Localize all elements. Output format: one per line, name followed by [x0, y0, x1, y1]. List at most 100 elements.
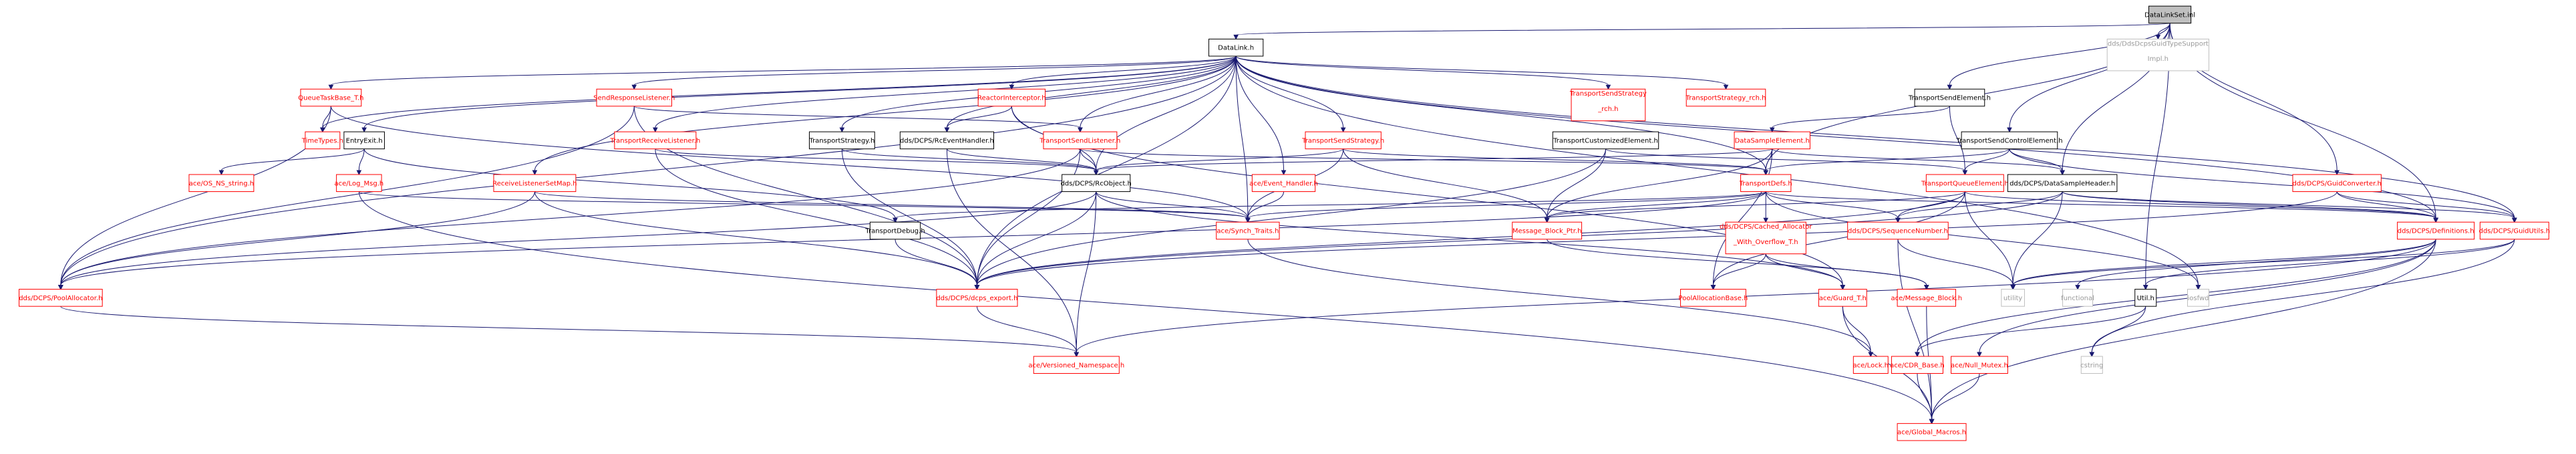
node-message-block[interactable]: ace/Message_Block.h	[1891, 289, 1963, 307]
node-sequencenumber[interactable]: dds/DCPS/SequenceNumber.h	[1847, 221, 1949, 240]
node-poolallocationbase[interactable]: PoolAllocationBase.h	[1679, 289, 1748, 307]
node-label-rceventhandler: dds/DCPS/RcEventHandler.h	[900, 137, 994, 144]
node-label-transportsendlistener: TransportSendListener.h	[1039, 137, 1120, 144]
edge-dcps_export-to-versioned_namespace	[976, 306, 1077, 353]
node-rcobject[interactable]: dds/DCPS/RcObject.h	[1061, 174, 1132, 193]
node-label-datasampleheader: dds/DCPS/DataSampleHeader.h	[2009, 180, 2115, 187]
edge-arrow-datalink-to-transportstrategy	[839, 127, 845, 133]
node-transportstrategy[interactable]: TransportStrategy.h	[808, 131, 875, 150]
edge-transportsendcontrolelement-to-transportqueueelement	[1964, 148, 2010, 171]
node-transportreceivelistener[interactable]: TransportReceiveListener.h	[609, 131, 700, 150]
node-entryexit[interactable]: EntryExit.h	[343, 131, 385, 150]
node-box-transportcustomizedelement	[1552, 131, 1659, 150]
node-util[interactable]: Util.h	[2134, 289, 2157, 307]
node-box-queuetask	[300, 88, 362, 107]
node-box-synch-traits	[1216, 221, 1280, 240]
edge-datasampleelement-to-rcobject	[1096, 148, 1773, 171]
node-queuetask[interactable]: QueueTaskBase_T.h	[298, 88, 364, 107]
node-box-cdr-base	[1891, 356, 1943, 374]
node-event-handler[interactable]: ace/Event_Handler.h	[1249, 174, 1318, 193]
node-utility[interactable]: utility	[2001, 289, 2025, 307]
node-label-transportqueueelement: TransportQueueElement.h	[1921, 180, 2009, 187]
node-box-transportsendlistener	[1043, 131, 1118, 150]
node-functional[interactable]: functional	[2061, 289, 2094, 307]
node-os-ns-string[interactable]: ace/OS_NS_string.h	[188, 174, 255, 193]
node-versioned-namespace[interactable]: ace/Versioned_Namespace.h	[1028, 356, 1124, 374]
edge-guidconverter-to-dcps_export	[976, 191, 2338, 286]
node-box-guidutils	[2479, 221, 2549, 240]
node-rceventhandler[interactable]: dds/DCPS/RcEventHandler.h	[899, 131, 995, 150]
edge-log_msg-to-synch_traits	[358, 191, 1249, 219]
edge-arrow-datalink-to-entryexit	[361, 127, 367, 133]
node-datasampleelement[interactable]: DataSampleElement.h	[1734, 131, 1810, 150]
node-transportdefs[interactable]: TransportDefs.h	[1739, 174, 1792, 193]
node-guidutils[interactable]: dds/DCPS/GuidUtils.h	[2479, 221, 2550, 240]
node-log-msg[interactable]: ace/Log_Msg.h	[335, 174, 384, 193]
node-global-macros[interactable]: ace/Global_Macros.h	[1897, 423, 1967, 441]
node-label-lock: ace/Lock.h	[1853, 362, 1889, 369]
node-transportqueueelement[interactable]: TransportQueueElement.h	[1921, 174, 2009, 193]
node-null-mutex[interactable]: ace/Null_Mutex.h	[1951, 356, 2008, 374]
node-label-transportreceivelistener: TransportReceiveListener.h	[609, 137, 700, 144]
node-label-guidutils: dds/DCPS/GuidUtils.h	[2479, 227, 2550, 235]
node-guidconverter[interactable]: dds/DCPS/GuidConverter.h	[2292, 174, 2382, 193]
node-cdr-base[interactable]: ace/CDR_Base.h	[1890, 356, 1945, 374]
edge-arrow-util-to-cstring	[2089, 352, 2095, 358]
node-reactorinterceptor[interactable]: ReactorInterceptor.h	[977, 88, 1046, 107]
node-receivelistenersetmap[interactable]: ReceiveListenerSetMap.h	[492, 174, 577, 193]
node-box-transportqueueelement	[1925, 174, 2004, 193]
edge-sendresponse-to-transportsendlistener	[633, 106, 1081, 128]
node-box-sequencenumber	[1847, 221, 1949, 240]
node-root[interactable]: DataLinkSet.inl	[2144, 5, 2195, 24]
node-box-receivelistenersetmap	[493, 174, 577, 193]
edge-transportsendcontrolelement-to-transportdefs	[1765, 148, 2010, 171]
node-transportcustomizedelement[interactable]: TransportCustomizedElement.h	[1552, 131, 1659, 150]
node-box-transportsendelement	[1914, 88, 1985, 107]
node-box-transportsendstrategy	[1305, 131, 1382, 150]
node-sendresponse[interactable]: SendResponseListener.h	[593, 88, 675, 107]
node-timetypes[interactable]: TimeTypes.h	[301, 131, 343, 150]
node-label-utility: utility	[2003, 295, 2023, 302]
node-transportsendstrategy-rch[interactable]: TransportSendStrategy_rch.h	[1569, 88, 1647, 122]
node-iosfwd[interactable]: iosfwd	[2187, 289, 2210, 307]
edge-arrow-definitions-to-null_mutex	[1977, 352, 1982, 358]
edge-rcobject-to-versioned_namespace	[1076, 191, 1097, 352]
node-transportdebug[interactable]: TransportDebug.h	[864, 221, 925, 240]
node-definitions[interactable]: dds/DCPS/Definitions.h	[2397, 221, 2475, 240]
edge-definitions-to-cdr_base	[1917, 239, 2436, 352]
node-box-transportreceivelistener	[614, 131, 697, 150]
node-transportsendstrategy[interactable]: TransportSendStrategy.h	[1301, 131, 1384, 150]
node-guard-t[interactable]: ace/Guard_T.h	[1818, 289, 1867, 307]
node-label-ddsguidsupport-l1: dds/DdsDcpsGuidTypeSupport	[2108, 40, 2209, 47]
node-label-iosfwd: iosfwd	[2188, 295, 2209, 302]
node-label-transportdebug: TransportDebug.h	[864, 227, 925, 235]
node-dcps-export[interactable]: dds/DCPS/dcps_export.h	[936, 289, 1018, 307]
edge-synch_traits-to-lock	[1247, 239, 1871, 352]
node-transportsendlistener[interactable]: TransportSendListener.h	[1039, 131, 1120, 150]
node-poolallocator[interactable]: dds/DCPS/PoolAllocator.h	[19, 289, 103, 307]
node-label-os-ns-string: ace/OS_NS_string.h	[189, 180, 254, 187]
node-box-event-handler	[1251, 174, 1316, 193]
edge-datalink-to-queuetask	[330, 55, 1237, 86]
node-datasampleheader[interactable]: dds/DCPS/DataSampleHeader.h	[2007, 174, 2118, 193]
edge-arrow-root-to-ddsguidsupport	[2155, 34, 2161, 40]
node-label-synch-traits: ace/Synch_Traits.h	[1217, 227, 1279, 235]
node-label-cached-allocator-l1: dds/DCPS/Cached_Allocator	[1720, 223, 1812, 231]
edge-root-to-datalink	[1235, 23, 2170, 35]
node-transportsendcontrolelement[interactable]: TransportSendControlElement.h	[1955, 131, 2063, 150]
node-message-block-ptr[interactable]: Message_Block_Ptr.h	[1512, 221, 1583, 240]
node-synch-traits[interactable]: ace/Synch_Traits.h	[1216, 221, 1280, 240]
node-box-sendresponse	[596, 88, 673, 107]
node-lock[interactable]: ace/Lock.h	[1853, 356, 1889, 374]
edge-definitions-to-utility	[2012, 239, 2436, 286]
edge-arrow-datalink-to-transportsendstrategy_rch	[1605, 84, 1611, 90]
edge-transportdefs-to-definitions	[1765, 191, 2436, 219]
edge-rceventhandler-to-versioned_namespace	[946, 148, 1077, 352]
node-transportstrategy-rch[interactable]: TransportStrategy_rch.h	[1685, 88, 1766, 107]
node-transportsendelement[interactable]: TransportSendElement.h	[1908, 88, 1991, 107]
node-cstring[interactable]: cstring	[2080, 356, 2103, 374]
node-datalink[interactable]: DataLink.h	[1208, 38, 1264, 57]
edge-transportcustomizedelement-to-dcps_export	[976, 148, 1607, 286]
node-cached-allocator[interactable]: dds/DCPS/Cached_Allocator_With_Overflow_…	[1720, 221, 1812, 255]
